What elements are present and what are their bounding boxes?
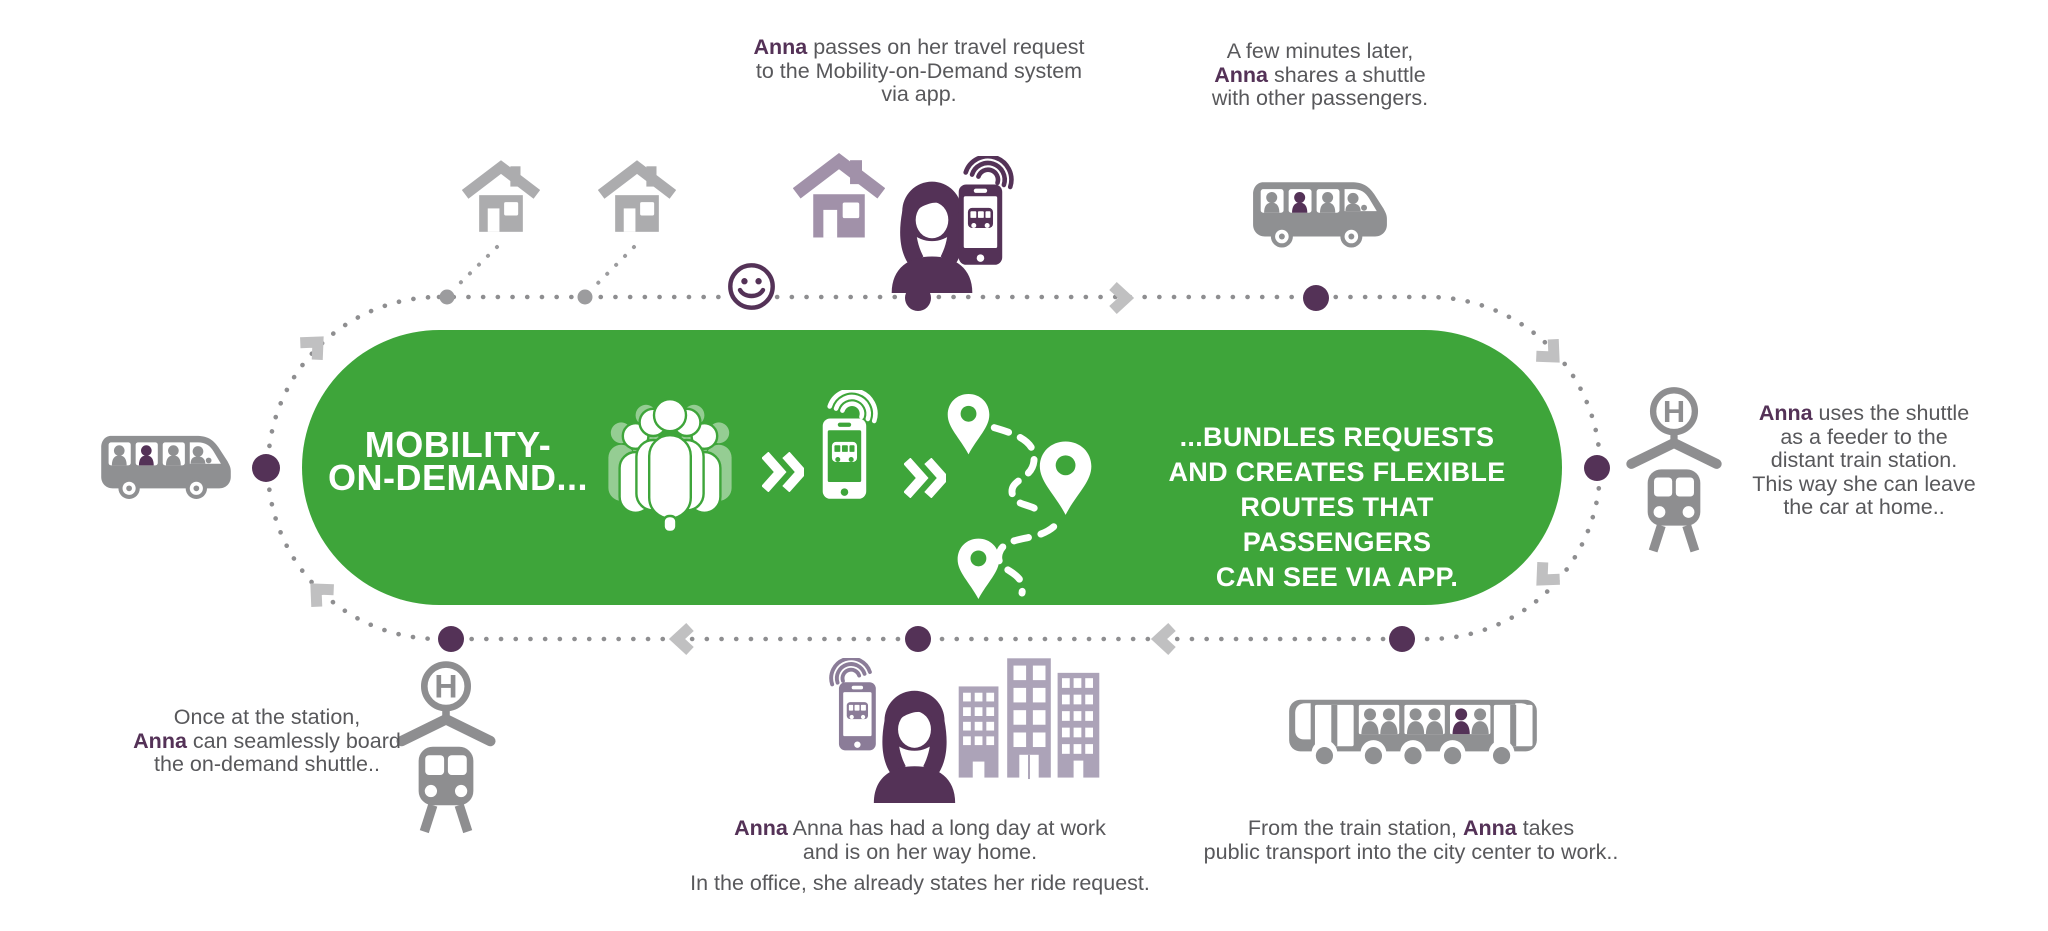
path-chevron-icon <box>300 281 1560 656</box>
minibus-shuttle-icon <box>96 426 236 508</box>
train-station-icon <box>394 658 498 842</box>
path-node-dot-gray <box>439 289 593 305</box>
house-icon <box>793 146 885 248</box>
house-icon <box>462 150 540 245</box>
caption-board-shuttle: Once at the station,Anna can seamlessly … <box>133 705 401 776</box>
minibus-shuttle-icon <box>1248 172 1392 257</box>
office-buildings-icon <box>956 652 1102 780</box>
caption-ride-request: In the office, she already states her ri… <box>690 871 1150 895</box>
tram-icon <box>1284 686 1542 772</box>
train-station-icon <box>1624 384 1724 561</box>
pill-title: MOBILITY-ON-DEMAND... <box>328 424 588 498</box>
crowd-icon <box>586 396 754 532</box>
smartphone-wifi-icon <box>942 156 1034 269</box>
path-node-dot-purple <box>252 285 1610 652</box>
caption-shares-shuttle: A few minutes later,Anna shares a shuttl… <box>1211 39 1429 110</box>
double-chevron-icon <box>762 452 804 492</box>
smiley-icon <box>725 260 778 313</box>
map-route-pins-icon <box>938 392 1108 600</box>
house-connector-dots <box>450 245 636 293</box>
house-icon <box>598 150 676 245</box>
smartphone-wifi-icon <box>806 390 898 503</box>
anna-woman-icon <box>866 682 963 803</box>
